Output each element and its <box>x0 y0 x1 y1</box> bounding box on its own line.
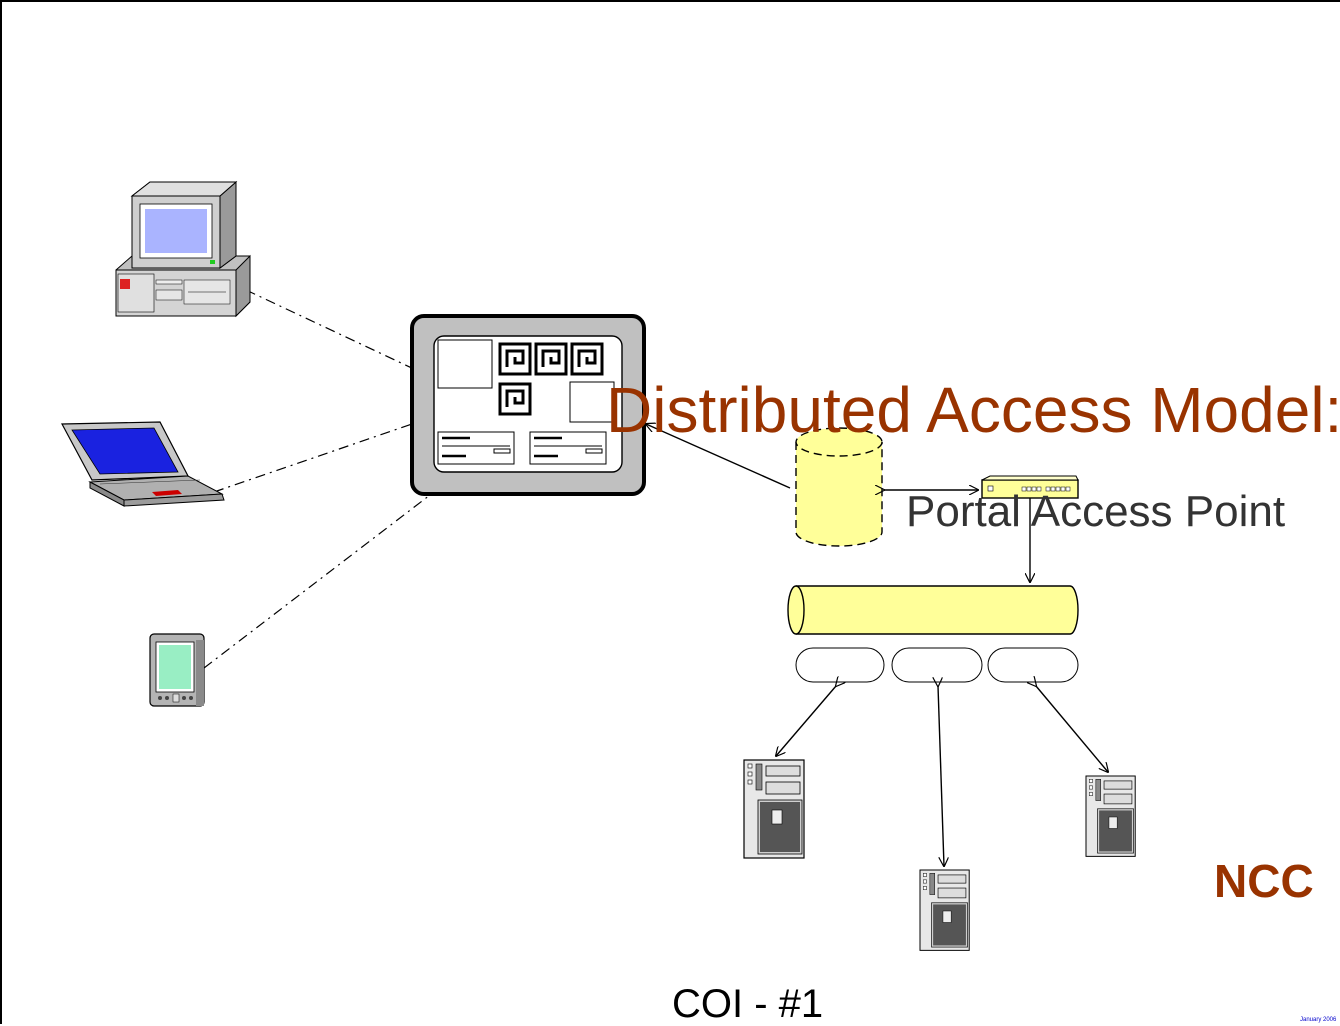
link-desktop-portal <box>245 289 417 371</box>
client-links <box>203 289 431 669</box>
portal-server-icon <box>410 314 646 496</box>
tower-server-icon <box>919 869 970 951</box>
tower-server-icon <box>1085 775 1136 857</box>
message-bus-icon <box>787 585 1079 683</box>
link-pda-portal <box>203 494 431 669</box>
arrow-bus-server-3 <box>1036 686 1108 772</box>
connector-arrows <box>646 424 1108 866</box>
network-switch-icon <box>981 475 1079 499</box>
arrow-bus-server-1 <box>776 686 836 756</box>
date-label: January 2006 <box>1300 1017 1337 1023</box>
slide-subtitle: Portal Access Point <box>906 487 1286 536</box>
coi-label: COI - #1 <box>672 982 824 1026</box>
tower-server-icon <box>743 759 805 859</box>
laptop-icon <box>61 421 225 507</box>
slide-title: Distributed Access Model: <box>606 374 1340 446</box>
bus-adapter-2 <box>891 647 983 683</box>
bus-adapter-1 <box>795 647 885 683</box>
database-cylinder-icon <box>795 427 883 547</box>
bus-adapter-3 <box>987 647 1079 683</box>
link-laptop-portal <box>213 423 413 493</box>
arrow-db-to-portal <box>646 424 791 489</box>
desktop-computer-icon <box>115 180 251 318</box>
ncc-label: NCC <box>1214 855 1314 907</box>
arrow-bus-server-2 <box>938 686 944 866</box>
pda-icon <box>149 633 205 707</box>
